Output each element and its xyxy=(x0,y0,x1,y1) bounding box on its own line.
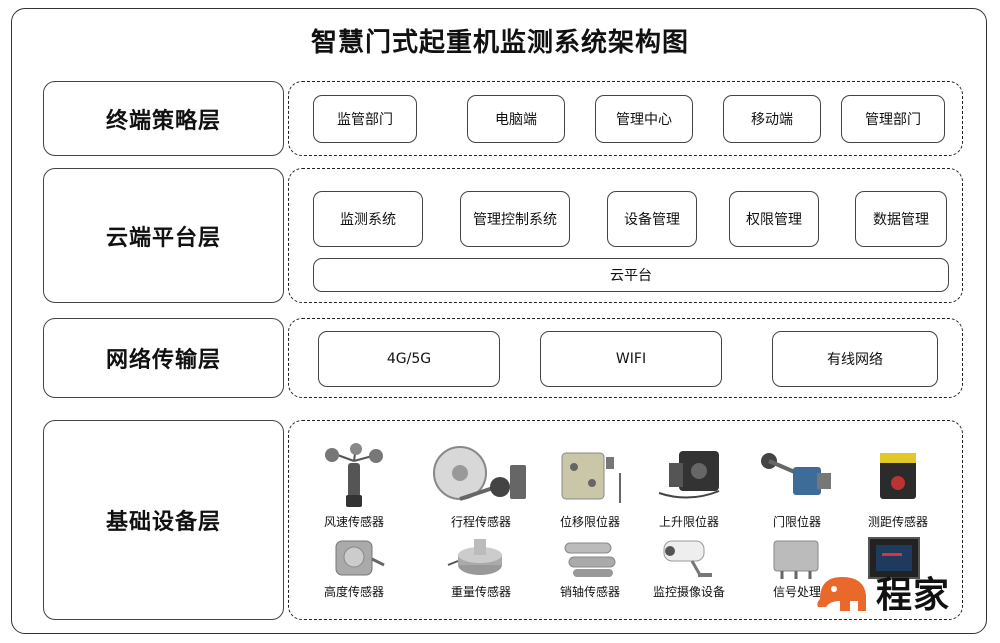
device-pin-sensor: 销轴传感器 xyxy=(535,535,645,600)
device-wind-speed-sensor: 风速传感器 xyxy=(299,443,409,530)
node-4g5g: 4G/5G xyxy=(318,331,500,387)
layer-box-terminal: 监管部门 电脑端 管理中心 移动端 管理部门 xyxy=(288,81,963,156)
node-pc: 电脑端 xyxy=(467,95,565,143)
layer-label-terminal: 终端策略层 xyxy=(43,81,284,156)
device-label: 重量传感器 xyxy=(450,585,511,599)
distance-sensor-icon xyxy=(880,453,916,499)
device-door-limiter: 门限位器 xyxy=(742,443,852,530)
layer-box-network: 4G/5G WIFI 有线网络 xyxy=(288,318,963,398)
node-mobile: 移动端 xyxy=(723,95,821,143)
device-label: 监控摄像设备 xyxy=(652,585,725,599)
device-distance-sensor: 测距传感器 xyxy=(843,443,953,530)
logo-text: 程家 xyxy=(876,575,951,616)
node-control-system: 管理控制系统 xyxy=(460,191,570,247)
node-permission-management: 权限管理 xyxy=(729,191,819,247)
node-supervision-dept: 监管部门 xyxy=(313,95,417,143)
node-management-dept: 管理部门 xyxy=(841,95,945,143)
device-label: 行程传感器 xyxy=(450,515,511,529)
stroke-sensor-icon xyxy=(433,446,526,501)
node-device-management: 设备管理 xyxy=(607,191,697,247)
node-wired-network: 有线网络 xyxy=(772,331,938,387)
device-weight-sensor: 重量传感器 xyxy=(426,535,536,600)
load-cell-icon xyxy=(447,539,502,575)
device-label: 位移限位器 xyxy=(559,515,620,529)
device-height-sensor: 高度传感器 xyxy=(299,535,409,600)
signal-box-icon xyxy=(773,540,819,579)
layer-box-cloud: 监测系统 管理控制系统 设备管理 权限管理 数据管理 云平台 xyxy=(288,168,963,303)
node-monitoring-system: 监测系统 xyxy=(313,191,423,247)
device-signal-processor: 信号处理 xyxy=(742,535,852,600)
watermark-logo: 程家 xyxy=(812,566,950,618)
limiter-box-icon xyxy=(561,452,621,503)
device-label: 信号处理 xyxy=(772,585,821,599)
camera-icon xyxy=(663,540,712,577)
device-label: 高度传感器 xyxy=(323,585,384,599)
monitor-display-icon xyxy=(868,537,920,579)
diagram-title: 智慧门式起重机监测系统架构图 xyxy=(310,28,689,58)
elephant-logo-icon xyxy=(817,577,866,611)
device-label: 上升限位器 xyxy=(658,515,719,529)
diagram-frame xyxy=(11,8,987,634)
node-management-center: 管理中心 xyxy=(595,95,693,143)
node-wifi: WIFI xyxy=(540,331,722,387)
layer-label-device: 基础设备层 xyxy=(43,420,284,620)
layer-label-cloud: 云端平台层 xyxy=(43,168,284,303)
device-lift-limiter: 上升限位器 xyxy=(634,443,744,530)
device-label: 销轴传感器 xyxy=(559,585,620,599)
device-stroke-sensor: 行程传感器 xyxy=(426,443,536,530)
anemometer-icon xyxy=(325,443,383,507)
door-limiter-icon xyxy=(761,453,831,495)
device-label: 门限位器 xyxy=(772,515,821,529)
layer-box-device xyxy=(288,420,963,620)
device-surveillance-camera: 监控摄像设备 xyxy=(634,535,744,600)
lift-limiter-icon xyxy=(658,451,720,499)
node-cloud-platform: 云平台 xyxy=(313,258,949,292)
encoder-icon xyxy=(335,540,385,576)
device-label: 测距传感器 xyxy=(867,515,928,529)
pin-sensor-icon xyxy=(564,542,616,577)
device-label: 风速传感器 xyxy=(323,515,384,529)
layer-label-network: 网络传输层 xyxy=(43,318,284,398)
device-displacement-limiter: 位移限位器 xyxy=(535,443,645,530)
node-data-management: 数据管理 xyxy=(855,191,947,247)
